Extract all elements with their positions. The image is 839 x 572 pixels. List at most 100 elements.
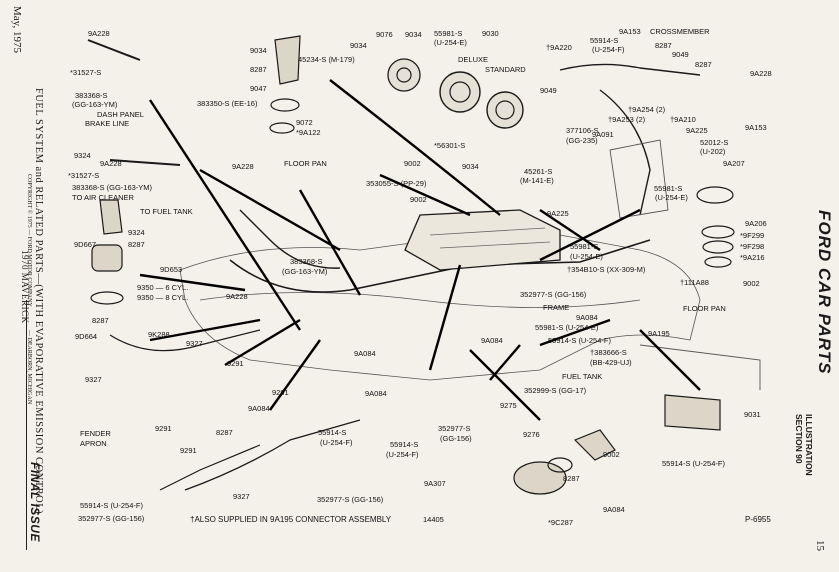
part-label: 9D667 [74, 240, 97, 249]
part-label: 55914-S (U-254-F) [548, 336, 611, 345]
part-label: TO FUEL TANK [140, 207, 193, 216]
fuel-line-front [239, 209, 341, 269]
part-label: 9A207 [723, 159, 745, 168]
part-label: (U-254-F) [592, 45, 625, 54]
part-label: (M-141-E) [520, 176, 554, 185]
part-label: 9A084 [576, 313, 598, 322]
arrow-12 [269, 339, 321, 411]
part-label: 9002 [404, 159, 421, 168]
part-label: 9A307 [424, 479, 446, 488]
fuel-filter-body [91, 244, 123, 272]
floor-outline [179, 234, 701, 381]
part-label: 9072 [296, 118, 313, 127]
part-label: 9034 [350, 41, 367, 50]
sidebar-divider [26, 300, 27, 550]
part-label: 9049 [672, 50, 689, 59]
part-label: *31527-S [70, 68, 102, 77]
part-label: (GG-163-YM) [282, 267, 328, 276]
part-label: (U-254-F) [386, 450, 419, 459]
arrow-3 [329, 79, 501, 216]
air-cleaner-hose [99, 199, 123, 235]
filter-ring-1 [701, 225, 735, 239]
part-label: 9A228 [88, 29, 110, 38]
part-label: FLOOR PAN [683, 304, 726, 313]
part-label: 9047 [250, 84, 267, 93]
part-label: 9291 [272, 388, 289, 397]
part-label: *9F299 [740, 231, 765, 240]
part-label: 55981-S [434, 29, 463, 38]
part-label: 9034 [462, 162, 479, 171]
arrow-7 [428, 264, 462, 371]
arrow-6 [539, 208, 641, 262]
gas-cap-deluxe-inner [449, 81, 471, 103]
part-label: (U-254-E) [570, 252, 603, 261]
arrow-14 [539, 318, 611, 347]
part-label: 9327 [186, 339, 203, 348]
diagram-strokes [87, 35, 761, 495]
part-label: (U-254-F) [320, 438, 353, 447]
part-label: †111A88 [680, 278, 709, 287]
filler-ring-1 [270, 98, 300, 112]
part-label: 9327 [233, 492, 250, 501]
part-label: 9350 — 8 CYL. [137, 293, 189, 302]
part-label: *9F298 [740, 242, 765, 251]
part-label: 9D653 [160, 265, 183, 274]
part-label: †9A210 [670, 115, 696, 124]
part-label: 9A153 [745, 123, 767, 132]
part-label: 9291 [180, 446, 197, 455]
part-label: 9324 [128, 228, 145, 237]
arrow-5 [539, 209, 601, 251]
part-label: 9A084 [603, 505, 625, 514]
part-label: 8287 [695, 60, 712, 69]
part-label: 14405 [423, 515, 444, 524]
part-label: 9291 [227, 359, 244, 368]
gas-cap-a-inner [396, 67, 412, 83]
fuel-line-pump [109, 329, 261, 352]
part-label: 9A153 [619, 27, 641, 36]
tank-filter [573, 429, 616, 461]
part-label: 45261-S [524, 167, 553, 176]
part-label: (BB-429-UJ) [590, 358, 632, 367]
arrow-4 [379, 173, 471, 217]
part-label: *9C287 [548, 518, 574, 527]
part-label: 9350 — 6 CYL. [137, 283, 189, 292]
part-label: 352999-S (GG-17) [524, 386, 587, 395]
part-label: 55914-S (U-254-F) [80, 501, 143, 510]
gas-cap-a [387, 58, 421, 92]
part-label: *9A122 [296, 128, 321, 137]
part-label: 9A084 [248, 404, 270, 413]
part-label: APRON [80, 439, 107, 448]
part-label: 55981-S [654, 184, 683, 193]
part-label: 8287 [250, 65, 267, 74]
part-label: 9002 [603, 450, 620, 459]
filler-ring-2 [269, 122, 295, 134]
arrow-1 [148, 99, 302, 331]
part-label: 9002 [410, 195, 427, 204]
part-label: 55981-S [570, 242, 599, 251]
part-label: (U-202) [700, 147, 726, 156]
fuel-tank-ribs [429, 227, 551, 249]
tank-pump-assembly [513, 461, 567, 495]
part-label: 9276 [523, 430, 540, 439]
part-label: 52012-S [700, 138, 729, 147]
part-label: 9A084 [481, 336, 503, 345]
part-label: 8287 [128, 240, 145, 249]
part-label: 383368-S (GG-163-YM) [72, 183, 153, 192]
part-label: 9049 [540, 86, 557, 95]
part-label: 383368-S [75, 91, 108, 100]
part-label: 8287 [216, 428, 233, 437]
canister-top [696, 186, 734, 204]
part-label: 9K288 [148, 330, 170, 339]
tank-gauge-float [547, 457, 573, 473]
part-label: 383350-S (EE-16) [197, 99, 258, 108]
arrow-11 [224, 318, 301, 367]
part-label: 55914-S [590, 36, 619, 45]
part-label: *31527-S [68, 171, 100, 180]
crossmember-line [559, 63, 701, 76]
valve-rod [87, 39, 141, 61]
part-label: 9A091 [592, 130, 614, 139]
part-label: 353055-S (PP-29) [366, 179, 427, 188]
gas-cap-deluxe [439, 71, 481, 113]
